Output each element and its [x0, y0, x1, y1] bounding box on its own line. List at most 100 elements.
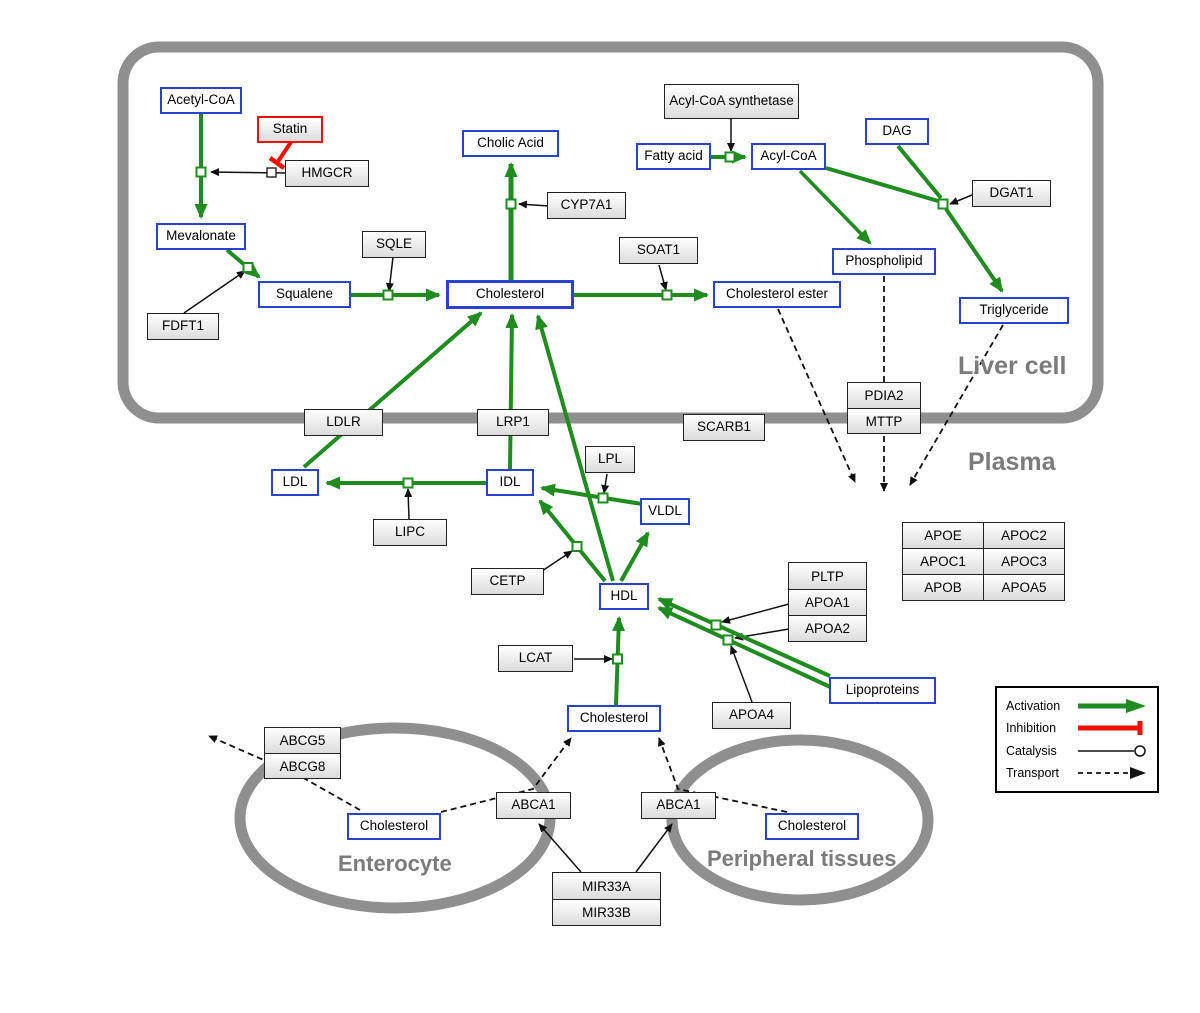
node-hdl[interactable]: HDL	[599, 583, 649, 610]
node-apoa2[interactable]: APOA2	[789, 615, 866, 641]
legend-catalysis-row: Catalysis	[1006, 740, 1148, 761]
node-phospholipid[interactable]: Phospholipid	[832, 248, 936, 275]
node-dgat1[interactable]: DGAT1	[972, 180, 1051, 207]
node-scarb1[interactable]: SCARB1	[683, 414, 765, 441]
node-pdia2[interactable]: PDIA2	[848, 383, 920, 408]
reaction-node	[710, 619, 722, 631]
reaction-node	[661, 289, 673, 301]
pltp-apoa-complex: PLTP APOA1 APOA2	[788, 562, 867, 642]
node-acyl-coa-synthetase[interactable]: Acyl-CoA synthetase	[664, 84, 799, 119]
node-sqle[interactable]: SQLE	[362, 231, 426, 258]
node-acetyl-coa[interactable]: Acetyl-CoA	[160, 87, 242, 114]
node-statin[interactable]: Statin	[257, 116, 323, 143]
legend-activation-row: Activation	[1006, 695, 1148, 716]
reaction-nodes	[195, 151, 949, 665]
node-mir33b[interactable]: MIR33B	[553, 899, 660, 925]
node-lrp1[interactable]: LRP1	[477, 409, 549, 436]
edge-idl-lrp1-cholesterol	[505, 313, 519, 470]
node-mttp[interactable]: MTTP	[848, 408, 920, 433]
pdia2-mttp-complex: PDIA2 MTTP	[847, 382, 921, 434]
edge-acylcoa-dgat-junction	[825, 166, 939, 203]
node-lipoproteins[interactable]: Lipoproteins	[829, 677, 936, 704]
edge-dgat1-catalysis	[949, 194, 973, 205]
node-abca1-left[interactable]: ABCA1	[496, 792, 571, 819]
node-pltp[interactable]: PLTP	[789, 563, 866, 589]
node-cholesterol-plasma[interactable]: Cholesterol	[567, 705, 661, 732]
node-fdft1[interactable]: FDFT1	[147, 313, 219, 340]
legend-transport-row: Transport	[1006, 763, 1148, 784]
node-soat1[interactable]: SOAT1	[619, 237, 698, 264]
node-apoc1[interactable]: APOC1	[903, 549, 984, 575]
inhibition-edges	[268, 140, 293, 170]
reaction-node	[597, 492, 609, 504]
edge-enterocyte-abca1-plasma	[440, 737, 572, 813]
node-cholesterol-ester[interactable]: Cholesterol ester	[713, 281, 841, 308]
peripheral-tissues-membrane	[666, 734, 934, 906]
catalysis-symbol-icon	[1078, 745, 1146, 757]
node-cetp[interactable]: CETP	[471, 568, 544, 595]
node-lipc[interactable]: LIPC	[373, 519, 447, 546]
node-cholesterol-peripheral[interactable]: Cholesterol	[765, 813, 859, 840]
reaction-node	[382, 289, 394, 301]
node-lcat[interactable]: LCAT	[498, 645, 573, 672]
edge-triglyceride-plasma	[909, 324, 1004, 486]
node-ldl[interactable]: LDL	[271, 469, 319, 496]
node-apoc2[interactable]: APOC2	[984, 523, 1065, 549]
peripheral-tissues-label: Peripheral tissues	[707, 846, 897, 871]
edge-junction-triglyceride	[944, 207, 1004, 293]
statin-inhibition-bar	[268, 156, 286, 170]
reaction-node	[612, 653, 623, 665]
node-apoe[interactable]: APOE	[903, 523, 984, 549]
node-cholesterol-enterocyte[interactable]: Cholesterol	[347, 813, 441, 840]
reaction-node	[724, 151, 736, 163]
edge-hdl-vldl	[619, 531, 650, 582]
edge-ldl-ldlr-cholesterol	[302, 311, 483, 469]
edge-mir33-abca1-right	[635, 823, 673, 873]
node-cholesterol-liver[interactable]: Cholesterol	[446, 280, 574, 309]
activation-symbol-icon	[1078, 698, 1146, 713]
legend-inhibition-row: Inhibition	[1006, 718, 1148, 739]
node-apoc3[interactable]: APOC3	[984, 549, 1065, 575]
node-squalene[interactable]: Squalene	[258, 281, 351, 308]
node-apoa1[interactable]: APOA1	[789, 589, 866, 615]
legend: Activation Inhibition Catalysis Transpor…	[995, 686, 1159, 793]
edge-peripheral-abca1-plasma	[658, 737, 788, 813]
node-ldlr[interactable]: LDLR	[304, 409, 383, 436]
edge-cetp-catalysis	[541, 550, 573, 572]
apolipoprotein-table: APOE APOC2 APOC1 APOC3 APOB APOA5	[902, 522, 1065, 601]
node-acyl-coa[interactable]: Acyl-CoA	[751, 143, 826, 170]
reaction-node	[505, 198, 517, 210]
node-abcg5[interactable]: ABCG5	[265, 728, 340, 753]
mir33-complex: MIR33A MIR33B	[552, 872, 661, 926]
node-fatty-acid[interactable]: Fatty acid	[636, 143, 711, 170]
node-apoa5[interactable]: APOA5	[984, 575, 1065, 601]
edge-cholesterolester-plasma	[777, 308, 856, 483]
edge-apoa4-catalysis	[730, 645, 753, 703]
node-apoa4[interactable]: APOA4	[712, 702, 791, 729]
edge-vldl-idl	[540, 483, 643, 506]
node-cyp7a1[interactable]: CYP7A1	[547, 192, 626, 219]
node-cholic-acid[interactable]: Cholic Acid	[462, 130, 559, 157]
node-hmgcr[interactable]: HMGCR	[285, 160, 369, 187]
edge-soat1-catalysis	[658, 264, 668, 291]
edge-apoa1-catalysis	[721, 603, 790, 624]
node-abca1-right[interactable]: ABCA1	[641, 792, 716, 819]
node-vldl[interactable]: VLDL	[640, 498, 690, 525]
node-mevalonate[interactable]: Mevalonate	[156, 223, 246, 250]
node-idl[interactable]: IDL	[486, 469, 534, 496]
abcg5-abcg8-complex: ABCG5 ABCG8	[264, 727, 341, 779]
legend-transport-label: Transport	[1006, 766, 1060, 781]
node-lpl[interactable]: LPL	[585, 446, 635, 473]
node-mir33a[interactable]: MIR33A	[553, 873, 660, 899]
node-dag[interactable]: DAG	[865, 118, 929, 145]
inhibition-symbol-icon	[1078, 721, 1143, 736]
reaction-node	[195, 166, 207, 178]
node-apob[interactable]: APOB	[903, 575, 984, 601]
node-triglyceride[interactable]: Triglyceride	[959, 297, 1069, 324]
reaction-node	[242, 262, 254, 273]
enterocyte-label: Enterocyte	[338, 851, 452, 876]
legend-inhibition-label: Inhibition	[1006, 721, 1057, 736]
node-abcg8[interactable]: ABCG8	[265, 753, 340, 778]
